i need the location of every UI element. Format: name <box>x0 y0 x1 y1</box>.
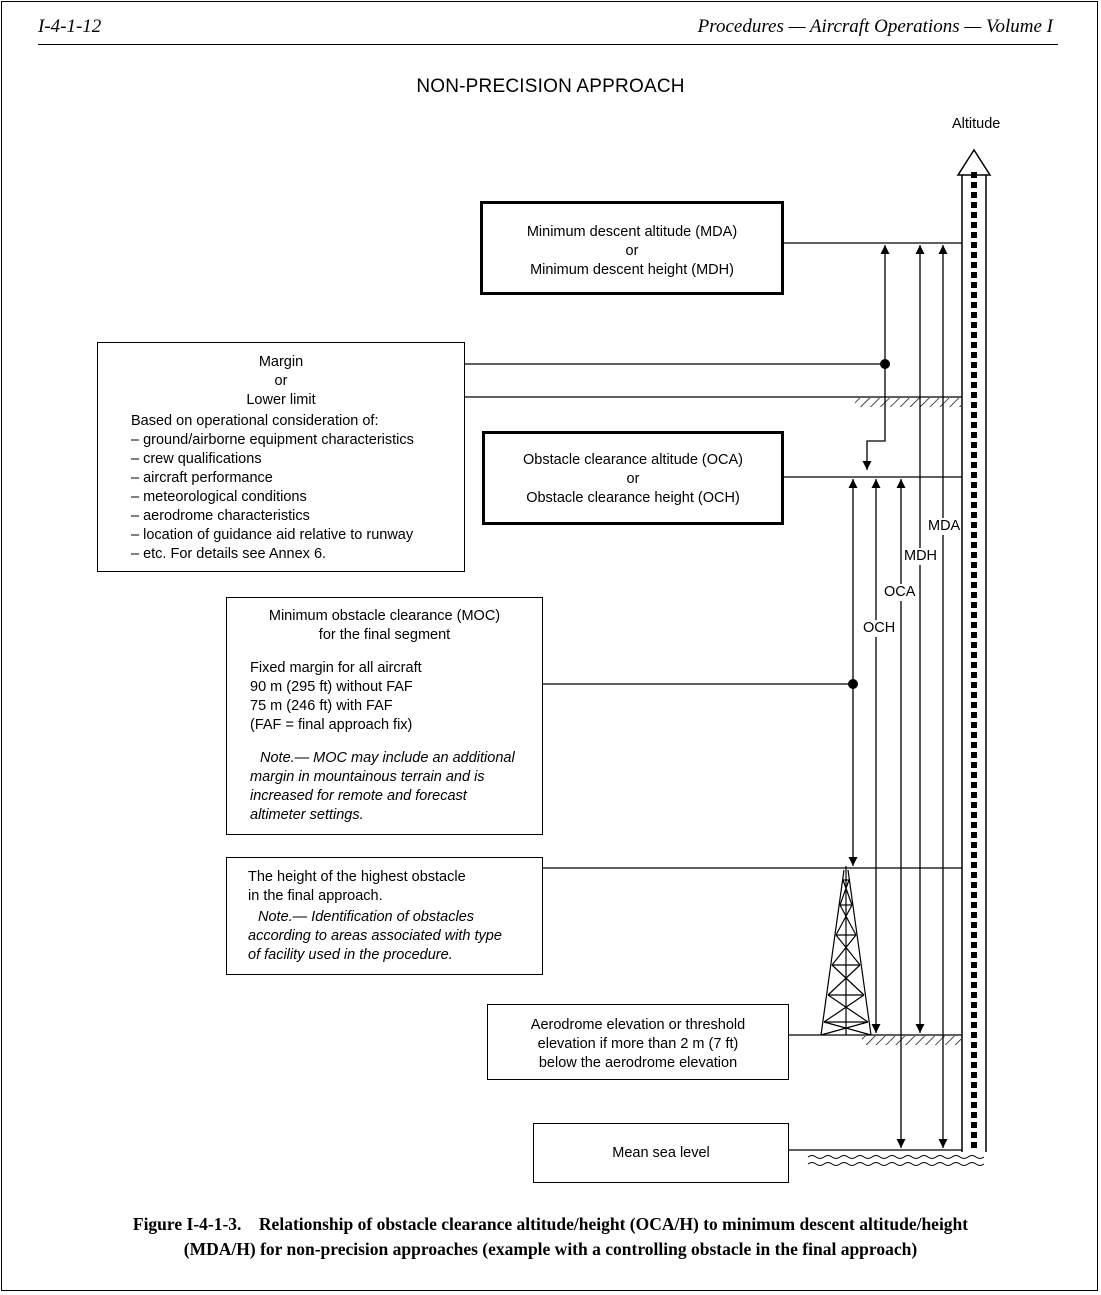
mda-arrow-label: MDA <box>927 518 962 535</box>
moc-note-line: increased for remote and forecast <box>250 788 467 804</box>
moc-box: Minimum obstacle clearance (MOC) for the… <box>226 597 543 835</box>
oca-box: Obstacle clearance altitude (OCA) or Obs… <box>482 431 784 525</box>
margin-item: – location of guidance aid relative to r… <box>131 527 414 543</box>
obstacle-line2: in the final approach. <box>248 888 383 904</box>
aerodrome-line3: below the aerodrome elevation <box>538 1055 738 1071</box>
figure-caption: Figure I-4-1-3. Relationship of obstacle… <box>0 1212 1101 1262</box>
aerodrome-box: Aerodrome elevation or threshold elevati… <box>487 1004 789 1080</box>
obstacle-tower-icon <box>820 866 872 1036</box>
altitude-label: Altitude <box>952 116 1001 132</box>
margin-item: – aerodrome characteristics <box>131 508 310 524</box>
aerodrome-hatch <box>862 1036 961 1045</box>
margin-label: Margin <box>258 354 304 370</box>
margin-connector <box>862 364 886 470</box>
obstacle-note-line: according to areas associated with type <box>248 928 502 944</box>
moc-line: Fixed margin for all aircraft <box>250 660 422 676</box>
mda-line3: Minimum descent height (MDH) <box>530 262 734 278</box>
msl-box: Mean sea level <box>533 1123 789 1183</box>
oca-line1: Obstacle clearance altitude (OCA) <box>522 452 743 468</box>
moc-line: 75 m (246 ft) with FAF <box>250 698 393 714</box>
aerodrome-line2: elevation if more than 2 m (7 ft) <box>537 1036 739 1052</box>
moc-line: 90 m (295 ft) without FAF <box>250 679 413 695</box>
margin-box: Margin or Lower limit Based on operation… <box>97 342 465 572</box>
obstacle-box: The height of the highest obstacle in th… <box>226 857 543 975</box>
oca-arrow-label: OCA <box>883 584 917 601</box>
margin-item: – crew qualifications <box>131 451 262 467</box>
margin-item: – etc. For details see Annex 6. <box>131 546 327 562</box>
margin-item: – ground/airborne equipment characterist… <box>131 432 414 448</box>
margin-item: – meteorological conditions <box>131 489 307 505</box>
moc-note-line: altimeter settings. <box>250 807 364 823</box>
page-number: I-4-1-12 <box>38 16 102 37</box>
reference-lines <box>300 242 962 1151</box>
margin-dot <box>880 359 890 369</box>
oca-line2: or <box>626 471 640 487</box>
mda-box: Minimum descent altitude (MDA) or Minimu… <box>480 201 784 295</box>
sea-waves <box>807 1155 985 1166</box>
margin-or: or <box>274 373 288 389</box>
moc-dot <box>848 679 858 689</box>
margin-item: – aircraft performance <box>131 470 273 486</box>
mda-line2: or <box>625 243 639 259</box>
obstacle-line1: The height of the highest obstacle <box>248 869 466 885</box>
caption-line1: Figure I-4-1-3. Relationship of obstacle… <box>132 1214 969 1234</box>
lower-limit-hatch <box>855 398 961 407</box>
lower-limit-label: Lower limit <box>246 392 316 408</box>
moc-note-line: Note.— MOC may include an additional <box>260 750 515 766</box>
running-title: Procedures — Aircraft Operations — Volum… <box>697 16 1053 37</box>
och-arrow-label: OCH <box>862 620 897 637</box>
figure-title: NON-PRECISION APPROACH <box>416 76 685 97</box>
moc-title1: Minimum obstacle clearance (MOC) <box>268 608 501 624</box>
margin-intro: Based on operational consideration of: <box>131 413 379 429</box>
moc-note-line: margin in mountainous terrain and is <box>250 769 485 785</box>
mda-line1: Minimum descent altitude (MDA) <box>526 224 738 240</box>
obstacle-note-line: of facility used in the procedure. <box>248 947 453 963</box>
aerodrome-line1: Aerodrome elevation or threshold <box>530 1017 746 1033</box>
caption-line2: (MDA/H) for non-precision approaches (ex… <box>183 1239 918 1259</box>
msl-label: Mean sea level <box>612 1145 710 1161</box>
obstacle-note-line: Note.— Identification of obstacles <box>258 909 475 925</box>
moc-line: (FAF = final approach fix) <box>250 717 413 733</box>
oca-line3: Obstacle clearance height (OCH) <box>526 490 740 506</box>
moc-title2: for the final segment <box>318 627 451 643</box>
mdh-arrow-label: MDH <box>903 548 939 565</box>
altitude-axis <box>956 148 992 1152</box>
header-rule <box>38 44 1058 45</box>
